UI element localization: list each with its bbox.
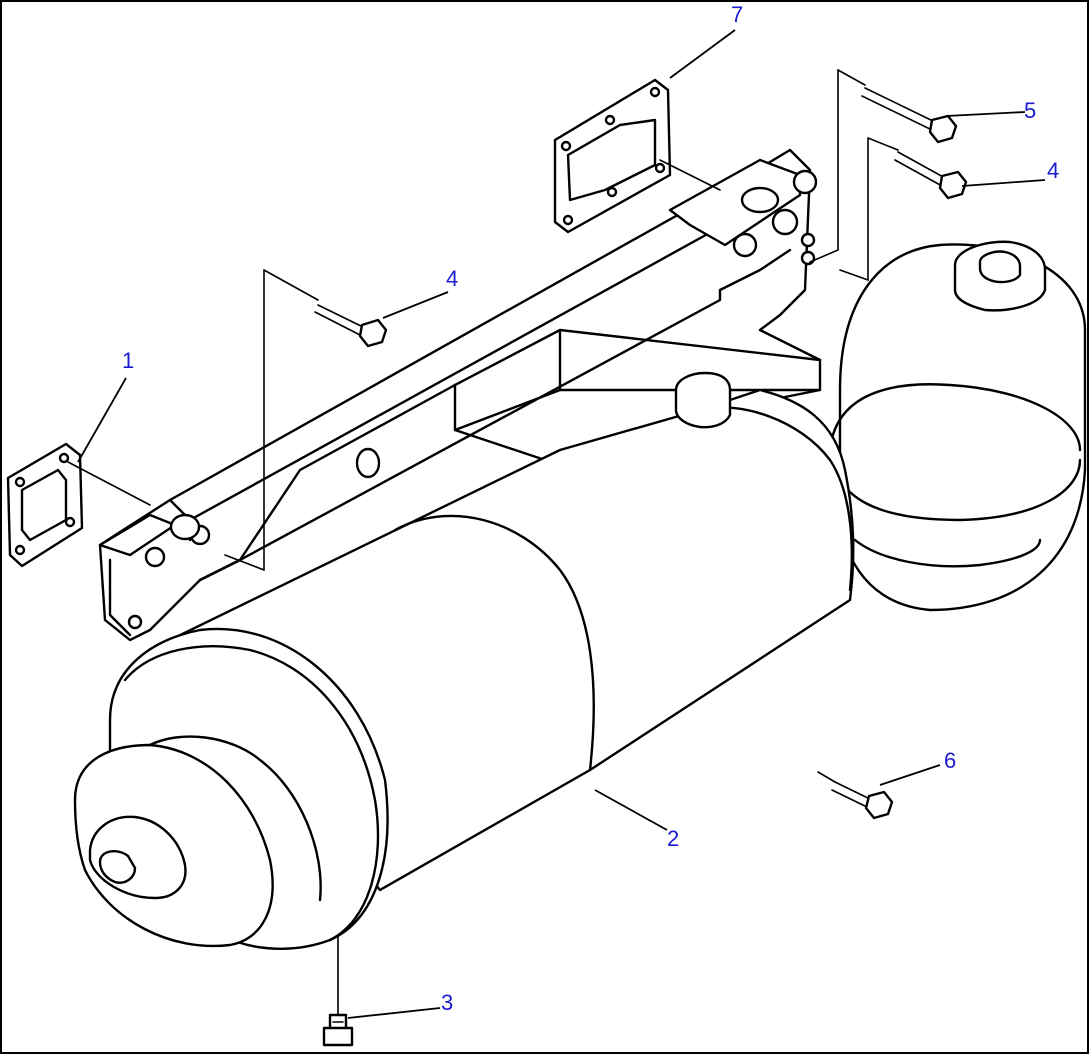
leader-lines — [77, 29, 1046, 1019]
bolt-4-upper-left — [314, 304, 388, 348]
muffler-body — [73, 371, 855, 950]
callout-1: 1 — [122, 348, 134, 373]
gasket-top — [553, 78, 672, 234]
callout-labels: 1 2 3 4 4 5 6 7 — [122, 2, 1059, 1015]
exhaust-manifold — [98, 148, 822, 642]
bolt-6-lower-right — [831, 781, 894, 820]
bolt-4-upper-right — [894, 151, 968, 200]
bolt-5-top — [861, 87, 958, 144]
callout-6: 6 — [944, 748, 956, 773]
callout-4-left: 4 — [446, 266, 458, 291]
callout-7: 7 — [731, 2, 743, 27]
alignment-lines — [67, 69, 899, 1016]
callout-2: 2 — [667, 826, 679, 851]
callout-3: 3 — [441, 990, 453, 1015]
callout-4-right: 4 — [1047, 158, 1059, 183]
muffler-end-cap — [828, 240, 1087, 612]
callout-5: 5 — [1024, 98, 1036, 123]
gasket-left — [6, 442, 84, 568]
drain-plug — [322, 1013, 354, 1047]
